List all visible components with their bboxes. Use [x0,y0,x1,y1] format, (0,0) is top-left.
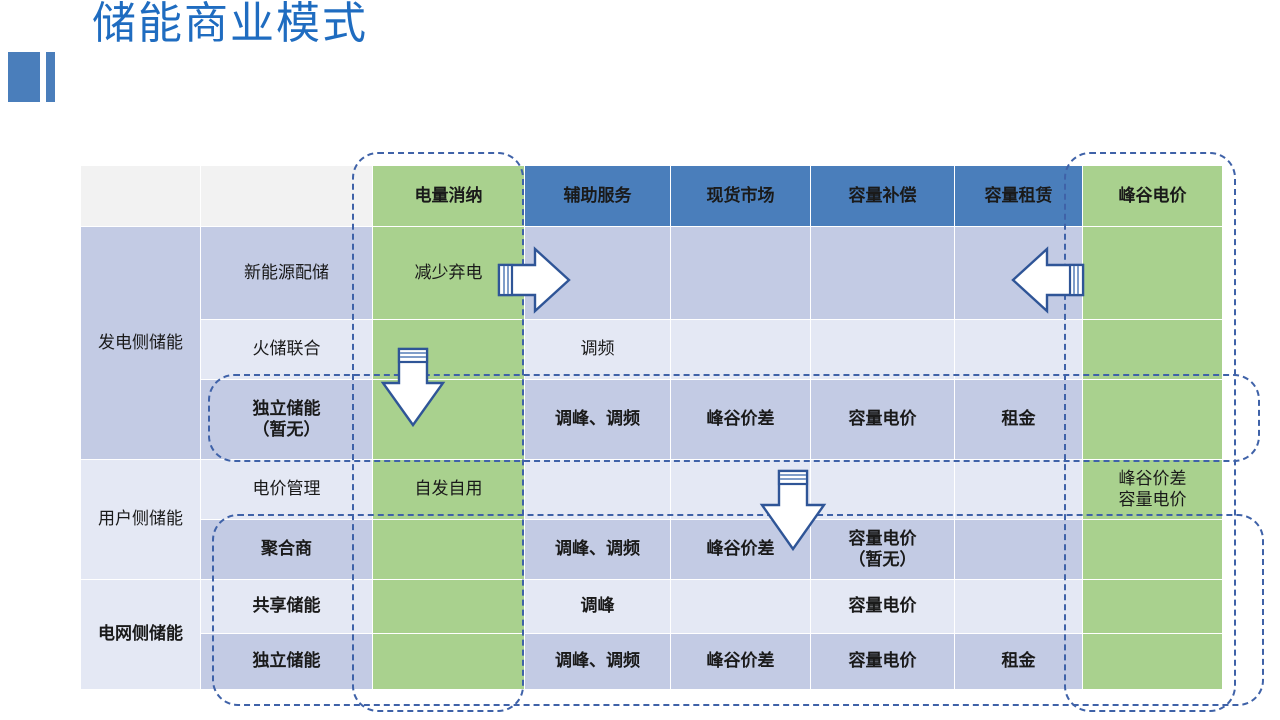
header-cell-peak-valley-price: 峰谷电价 [1082,165,1223,227]
cell-r1-peak-valley-price [1082,319,1223,380]
cell-r4-energy-consumption [372,519,525,580]
title-accent-bar-thin [46,52,55,102]
table-row: 用户侧储能 电价管理 自发自用 峰谷价差容量电价 [80,459,1223,580]
cell-r3-ancillary-service [524,459,671,520]
cell-r2-capacity-compensation: 容量电价 [810,379,955,460]
cell-r4-capacity-lease [954,519,1083,580]
cell-r0-spot-market [670,226,811,320]
business-model-matrix: 电量消纳 辅助服务 现货市场 容量补偿 容量租赁 峰谷电价 发电侧储能 新能源配… [80,165,1223,690]
cell-r5-peak-valley-price [1082,579,1223,634]
table-row: 电网侧储能 共享储能 调峰 容量电价 [80,579,1223,690]
arrow-down-energy-column-icon [376,345,450,436]
cell-r5-energy-consumption [372,579,525,634]
cell-r5-capacity-compensation: 容量电价 [810,579,955,634]
cell-r3-capacity-lease [954,459,1083,520]
group-label-user-side: 用户侧储能 [80,459,201,580]
cell-r6-peak-valley-price [1082,633,1223,690]
group-label-generation-side: 发电侧储能 [80,226,201,460]
table-header-row: 电量消纳 辅助服务 现货市场 容量补偿 容量租赁 峰谷电价 [80,165,1223,227]
scenario-label-thermal-storage: 火储联合 [200,319,373,380]
scenario-label-shared-storage: 共享储能 [200,579,373,634]
table-row: 独立储能 调峰、调频 峰谷价差 容量电价 租金 [81,633,1223,690]
cell-r2-peak-valley-price [1082,379,1223,460]
cell-r3-peak-valley-price: 峰谷价差容量电价 [1082,459,1223,520]
cell-r6-capacity-lease: 租金 [954,633,1083,690]
cell-r1-spot-market [670,319,811,380]
cell-r3-energy-consumption: 自发自用 [372,459,525,520]
scenario-label-aggregator: 聚合商 [200,519,373,580]
scenario-label-independent-storage-none: 独立储能（暂无） [200,379,373,460]
header-cell-ancillary-service: 辅助服务 [524,165,671,227]
page-title: 储能商业模式 [92,0,368,48]
cell-r2-spot-market: 峰谷价差 [670,379,811,460]
header-cell-energy-consumption: 电量消纳 [372,165,525,227]
cell-r5-spot-market [670,579,811,634]
table-row: 聚合商 调峰、调频 峰谷价差 容量电价（暂无） [81,519,1223,580]
cell-r1-capacity-lease [954,319,1083,380]
cell-r4-peak-valley-price [1082,519,1223,580]
cell-r1-ancillary-service: 调频 [524,319,671,380]
cell-r6-capacity-compensation: 容量电价 [810,633,955,690]
group-label-grid-side: 电网侧储能 [80,579,201,690]
cell-r4-ancillary-service: 调峰、调频 [524,519,671,580]
title-accent-bar-thick [8,52,40,102]
cell-r6-energy-consumption [372,633,525,690]
scenario-label-independent-storage: 独立储能 [200,633,373,690]
header-cell-blank-2 [200,165,373,227]
cell-r3-capacity-compensation [810,459,955,520]
header-cell-capacity-compensation: 容量补偿 [810,165,955,227]
header-cell-capacity-lease: 容量租赁 [954,165,1083,227]
cell-r4-capacity-compensation: 容量电价（暂无） [810,519,955,580]
arrow-down-spot-to-capacity-icon [754,467,832,560]
cell-r6-spot-market: 峰谷价差 [670,633,811,690]
header-cell-blank-1 [80,165,201,227]
scenario-label-renewable-storage: 新能源配储 [200,226,373,320]
cell-r2-ancillary-service: 调峰、调频 [524,379,671,460]
cell-r5-capacity-lease [954,579,1083,634]
cell-r1-capacity-compensation [810,319,955,380]
arrow-left-peakvalley-to-capacity-icon [995,243,1087,322]
cell-r6-ancillary-service: 调峰、调频 [524,633,671,690]
header-cell-spot-market: 现货市场 [670,165,811,227]
arrow-right-energy-to-ancillary-icon [495,243,573,322]
cell-r2-capacity-lease: 租金 [954,379,1083,460]
table-row: 火储联合 调频 [81,319,1223,380]
cell-r0-energy-consumption: 减少弃电 [372,226,525,320]
cell-r0-peak-valley-price [1082,226,1223,320]
cell-r0-capacity-compensation [810,226,955,320]
scenario-label-price-management: 电价管理 [200,459,373,520]
cell-r5-ancillary-service: 调峰 [524,579,671,634]
table-row: 独立储能（暂无） 调峰、调频 峰谷价差 容量电价 租金 [81,379,1223,460]
